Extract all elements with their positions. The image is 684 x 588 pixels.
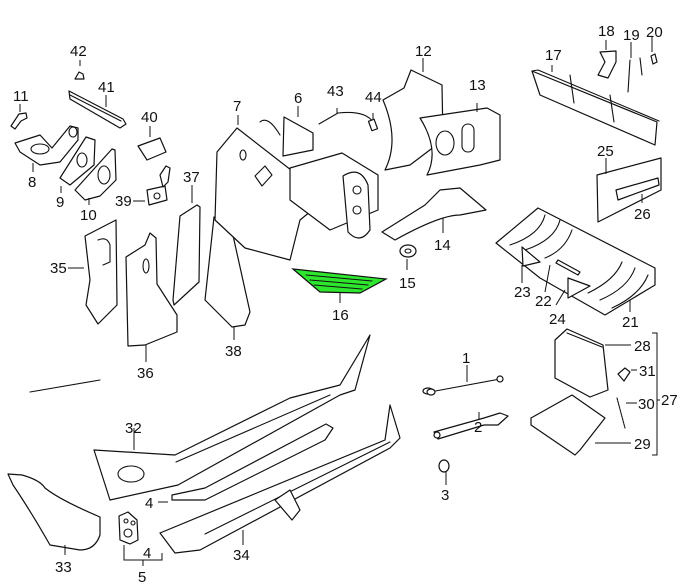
callout-16[interactable]: 16 <box>332 307 349 324</box>
callout-40[interactable]: 40 <box>141 109 158 126</box>
part-39[interactable] <box>146 165 171 206</box>
part-37[interactable] <box>172 204 201 306</box>
part-21[interactable] <box>495 207 656 316</box>
callout-11[interactable]: 11 <box>13 88 29 105</box>
callout-4-gasket[interactable]: 4 <box>143 545 151 562</box>
part-1[interactable] <box>29 379 434 395</box>
callout-9[interactable]: 9 <box>56 194 64 211</box>
callout-5[interactable]: 5 <box>138 569 146 586</box>
part-26[interactable] <box>615 177 660 201</box>
callout-12[interactable]: 12 <box>415 43 432 60</box>
callout-32[interactable]: 32 <box>125 420 142 437</box>
part-24[interactable] <box>567 277 591 299</box>
callout-37[interactable]: 37 <box>183 169 200 186</box>
callout-8[interactable]: 8 <box>28 174 36 191</box>
part-29[interactable] <box>530 394 606 456</box>
part-40[interactable] <box>137 137 167 161</box>
callout-17[interactable]: 17 <box>545 47 562 64</box>
callout-4-strip[interactable]: 4 <box>145 495 153 512</box>
callout-22[interactable]: 22 <box>535 293 552 310</box>
callout-1[interactable]: 1 <box>462 350 470 367</box>
callout-21[interactable]: 21 <box>622 314 639 331</box>
callout-27[interactable]: 27 <box>661 392 678 409</box>
part-20[interactable] <box>650 53 658 65</box>
part-13[interactable] <box>419 107 501 176</box>
callout-15[interactable]: 15 <box>399 275 416 292</box>
part-2[interactable] <box>433 412 509 440</box>
part-10[interactable] <box>74 148 117 201</box>
callout-28[interactable]: 28 <box>634 338 651 355</box>
callout-35[interactable]: 35 <box>50 260 67 277</box>
callout-10[interactable]: 10 <box>80 207 97 224</box>
part-41[interactable] <box>68 90 127 129</box>
callout-36[interactable]: 36 <box>137 365 154 382</box>
callout-38[interactable]: 38 <box>225 343 242 360</box>
part-15[interactable] <box>399 244 417 258</box>
part-32[interactable] <box>93 334 371 501</box>
callout-29[interactable]: 29 <box>634 436 651 453</box>
part-17[interactable] <box>531 69 660 146</box>
part-7[interactable] <box>214 127 328 261</box>
part-34[interactable] <box>159 404 401 554</box>
callout-7[interactable]: 7 <box>233 98 241 115</box>
part-28[interactable] <box>554 328 609 398</box>
part-23[interactable] <box>521 246 541 267</box>
callout-13[interactable]: 13 <box>469 77 486 94</box>
callout-19[interactable]: 19 <box>623 27 640 44</box>
callout-18[interactable]: 18 <box>598 23 615 40</box>
callout-labels: 42 11 41 40 8 9 10 39 37 35 36 38 7 6 43… <box>13 23 678 586</box>
part-14[interactable] <box>381 187 487 241</box>
part-22[interactable] <box>555 259 581 276</box>
part-18[interactable] <box>597 50 617 79</box>
part-4-strip[interactable] <box>171 423 334 501</box>
callout-31[interactable]: 31 <box>639 363 656 380</box>
part-8[interactable] <box>14 125 79 166</box>
callout-33[interactable]: 33 <box>55 559 72 576</box>
callout-25[interactable]: 25 <box>597 143 614 160</box>
callout-41[interactable]: 41 <box>98 79 115 96</box>
callout-24[interactable]: 24 <box>549 311 566 328</box>
part-36[interactable] <box>125 232 178 347</box>
callout-23[interactable]: 23 <box>514 284 531 301</box>
callout-3[interactable]: 3 <box>441 487 449 504</box>
leader-lines <box>19 36 660 566</box>
part-43[interactable] <box>318 111 374 125</box>
part-11[interactable] <box>10 112 28 130</box>
callout-2[interactable]: 2 <box>474 419 482 436</box>
part-4-gasket[interactable] <box>118 511 139 545</box>
callout-6[interactable]: 6 <box>294 90 302 107</box>
part-3[interactable] <box>438 459 450 473</box>
callout-42[interactable]: 42 <box>70 43 87 60</box>
part-30[interactable] <box>616 397 626 429</box>
part-19[interactable] <box>627 57 643 93</box>
callout-30[interactable]: 30 <box>638 396 655 413</box>
part-31[interactable] <box>617 367 631 382</box>
part-35[interactable] <box>84 219 118 325</box>
cross-member[interactable] <box>289 152 379 239</box>
part-1-rod[interactable] <box>426 375 504 396</box>
part-44[interactable] <box>367 118 379 132</box>
part-33[interactable] <box>7 473 101 551</box>
callout-26[interactable]: 26 <box>634 206 651 223</box>
part-42[interactable] <box>74 71 85 80</box>
part-12[interactable] <box>382 69 444 171</box>
callout-34[interactable]: 34 <box>233 547 250 564</box>
callout-44[interactable]: 44 <box>365 89 382 106</box>
callout-20[interactable]: 20 <box>646 24 663 41</box>
part-9[interactable] <box>59 136 96 186</box>
callout-39[interactable]: 39 <box>115 193 132 210</box>
callout-14[interactable]: 14 <box>434 237 451 254</box>
callout-43[interactable]: 43 <box>327 83 344 100</box>
part-16-highlighted[interactable] <box>291 268 388 294</box>
part-6[interactable] <box>259 116 314 157</box>
